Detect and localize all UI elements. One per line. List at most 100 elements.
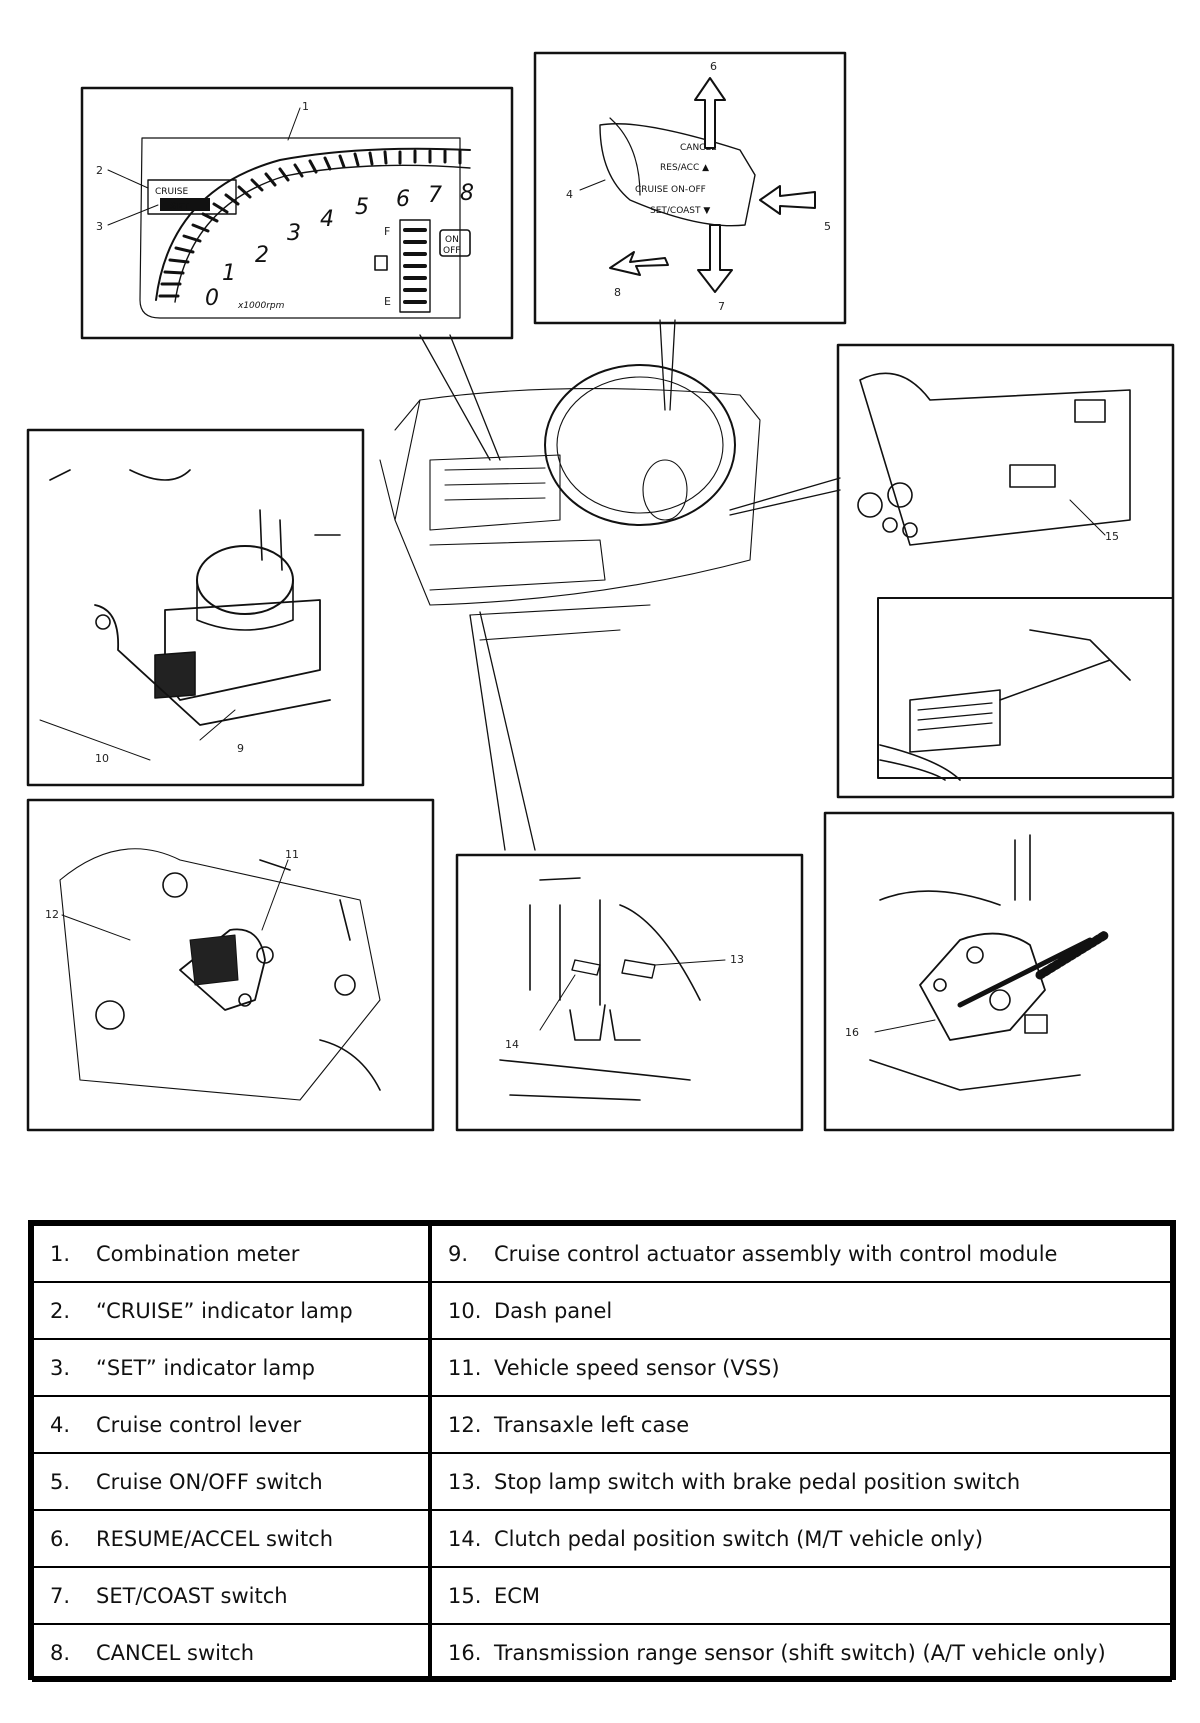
set-lamp-text: SET [170,202,190,212]
callout-3: 3 [96,220,103,233]
lever-line-res-acc: RES/ACC ▲ [660,163,709,173]
vss-panel: 11 12 [26,798,435,1132]
legend-number: 12. [448,1412,482,1437]
callout-4: 4 [566,188,573,201]
push-arrow-icon [759,185,816,215]
cruise-lamp-text: CRUISE [155,187,188,197]
actuator-panel: 10 9 [26,428,365,787]
legend-text: Cruise control actuator assembly with co… [494,1241,1058,1266]
cruise-lever-panel: CANCEL RES/ACC ▲ CRUISE ON-OFF SET/COAST… [533,51,847,325]
callout-2: 2 [96,164,103,177]
cruise-set-lamps [147,179,237,215]
callout-13: 13 [730,953,744,966]
legend-cell-right: 15. ECM [429,1566,1172,1625]
legend-text: RESUME/ACCEL switch [96,1526,334,1551]
dashboard-overview [379,319,841,851]
rpm-unit: x1000rpm [237,301,285,311]
callout-8: 8 [614,286,621,299]
legend-cell-right: 14. Clutch pedal position switch (M/T veh… [429,1509,1172,1568]
legend-text: Cruise ON/OFF switch [96,1469,323,1494]
lever-line-cancel: CANCEL [680,143,716,153]
callout-14: 14 [505,1038,519,1051]
legend-row: 5. Cruise ON/OFF switch 13. Stop lamp switc… [32,1452,1172,1511]
callout-16: 16 [845,1026,859,1039]
legend-number: 14. [448,1526,482,1551]
legend-cell-left: 1. Combination meter [32,1224,432,1283]
legend-text: SET/COAST switch [96,1583,288,1608]
callout-5: 5 [824,220,831,233]
legend-cell-right: 12. Transaxle left case [429,1395,1172,1454]
tick-4: 4 [320,207,334,232]
callout-6: 6 [710,60,717,73]
legend-text: Transaxle left case [494,1412,690,1437]
legend-number: 13. [448,1469,482,1494]
pedal-switch-panel: 13 14 [455,853,804,1132]
legend-number: 16. [448,1640,482,1665]
callout-11: 11 [285,848,299,861]
legend-number: 6. [50,1526,71,1551]
pull-arrow-icon [609,251,669,276]
fuel-full-label: F [384,225,390,238]
fuel-empty-label: E [384,295,391,308]
legend-row: 4. Cruise control lever 12. Transaxle left … [32,1395,1172,1454]
tick-8: 8 [460,181,474,206]
tick-7: 7 [428,183,442,208]
fuel-pump-icon [374,255,388,271]
tick-3: 3 [287,221,301,246]
component-location-diagram: 0 1 2 3 4 5 6 7 8 x1000rpm F E ON OFF CR… [26,51,1175,1132]
tick-6: 6 [396,187,410,212]
onoff-indicator [439,229,471,257]
legend-row: 6. RESUME/ACCEL switch 14. Clutch pedal pos… [32,1509,1172,1568]
legend-text: Stop lamp switch with brake pedal positi… [494,1469,1021,1494]
callout-1: 1 [302,100,309,113]
legend-number: 15. [448,1583,482,1608]
legend-cell-left: 2.“CRUISE” indicator lamp [32,1281,432,1340]
tick-1: 1 [222,261,236,286]
legend-cell-right: 16.Transmission range sensor (shift swit… [429,1623,1172,1682]
ecm-panel: 15 [836,343,1175,799]
legend-number: 11. [448,1355,482,1380]
legend-row: 7. SET/COAST switch 15. ECM [32,1566,1172,1625]
legend-body: 1. Combination meter 9. Cruise control actu… [32,1224,1172,1682]
range-sensor-panel: 16 [823,811,1175,1132]
callout-7: 7 [718,300,725,313]
legend-text: “CRUISE” indicator lamp [96,1298,353,1323]
legend-text: ECM [494,1583,541,1608]
callout-15: 15 [1105,530,1119,543]
callout-12: 12 [45,908,59,921]
legend-text: Dash panel [494,1298,613,1323]
legend-number: 4. [50,1412,71,1437]
legend-number: 1. [50,1241,71,1266]
lever-line-cruise-onoff: CRUISE ON-OFF [635,185,706,195]
legend-row: 2.“CRUISE” indicator lamp 10. Dash panel [32,1281,1172,1340]
legend-cell-left: 6. RESUME/ACCEL switch [32,1509,432,1568]
legend-cell-left: 7. SET/COAST switch [32,1566,432,1625]
legend-text: Cruise control lever [96,1412,302,1437]
legend-number: 10. [448,1298,482,1323]
legend-cell-left: 4. Cruise control lever [32,1395,432,1454]
callout-10: 10 [95,752,109,765]
legend-cell-right: 13. Stop lamp switch with brake pedal pos… [429,1452,1172,1511]
onoff-on-text: ON [445,235,459,245]
legend-number: 8. [50,1640,71,1665]
legend-cell-left: 8.CANCEL switch [32,1623,432,1682]
legend-cell-right: 10. Dash panel [429,1281,1172,1340]
combination-meter-panel: 0 1 2 3 4 5 6 7 8 x1000rpm F E ON OFF CR… [80,86,514,340]
legend-text: Combination meter [96,1241,300,1266]
tick-0: 0 [205,286,219,311]
legend-number: 7. [50,1583,71,1608]
onoff-off-text: OFF [443,246,460,256]
lever-line-set-coast: SET/COAST ▼ [650,206,710,216]
legend-text: Clutch pedal position switch (M/T vehicl… [494,1526,984,1551]
legend-number: 3. [50,1355,71,1380]
legend-number: 9. [448,1241,469,1266]
legend-cell-left: 3. “SET” indicator lamp [32,1338,432,1397]
legend-row: 1. Combination meter 9. Cruise control actu… [32,1224,1172,1283]
legend-text: “SET” indicator lamp [96,1355,316,1380]
legend-cell-right: 9. Cruise control actuator assembly with … [429,1224,1172,1283]
legend-number: 5. [50,1469,71,1494]
tick-5: 5 [355,195,369,220]
legend-cell-left: 5. Cruise ON/OFF switch [32,1452,432,1511]
